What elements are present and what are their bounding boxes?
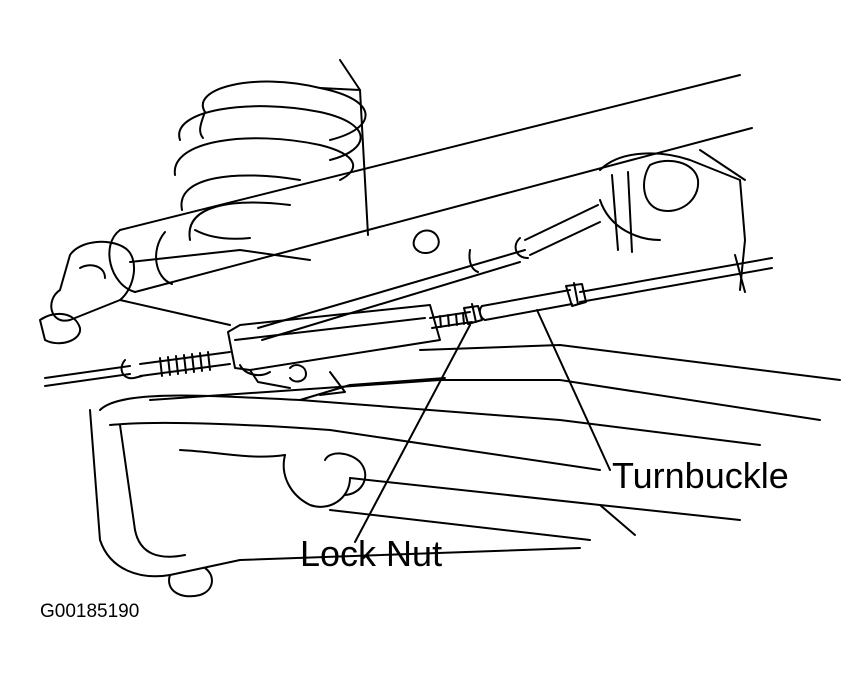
lower-arm xyxy=(90,410,740,596)
adjusting-rod xyxy=(430,312,472,328)
lower-crossmember xyxy=(100,345,840,470)
lock-nut xyxy=(464,304,482,324)
lock-nut-label: Lock Nut xyxy=(300,533,443,574)
rear-brake-cable xyxy=(45,258,772,386)
figure-code: G00185190 xyxy=(40,601,140,622)
frame-rail xyxy=(109,75,752,292)
lock-nut-leader xyxy=(355,325,470,542)
turnbuckle-leader xyxy=(537,310,610,470)
turnbuckle-label: Turnbuckle xyxy=(612,455,789,496)
bolt-head xyxy=(414,231,478,273)
upper-cable xyxy=(258,205,600,340)
turnbuckle xyxy=(480,283,586,320)
leader-lines xyxy=(355,310,610,542)
equalizer-lever xyxy=(228,305,440,395)
right-bracket xyxy=(600,150,745,292)
coil-spring xyxy=(175,60,368,240)
left-mount xyxy=(40,242,310,343)
threaded-rod-left xyxy=(122,352,230,378)
